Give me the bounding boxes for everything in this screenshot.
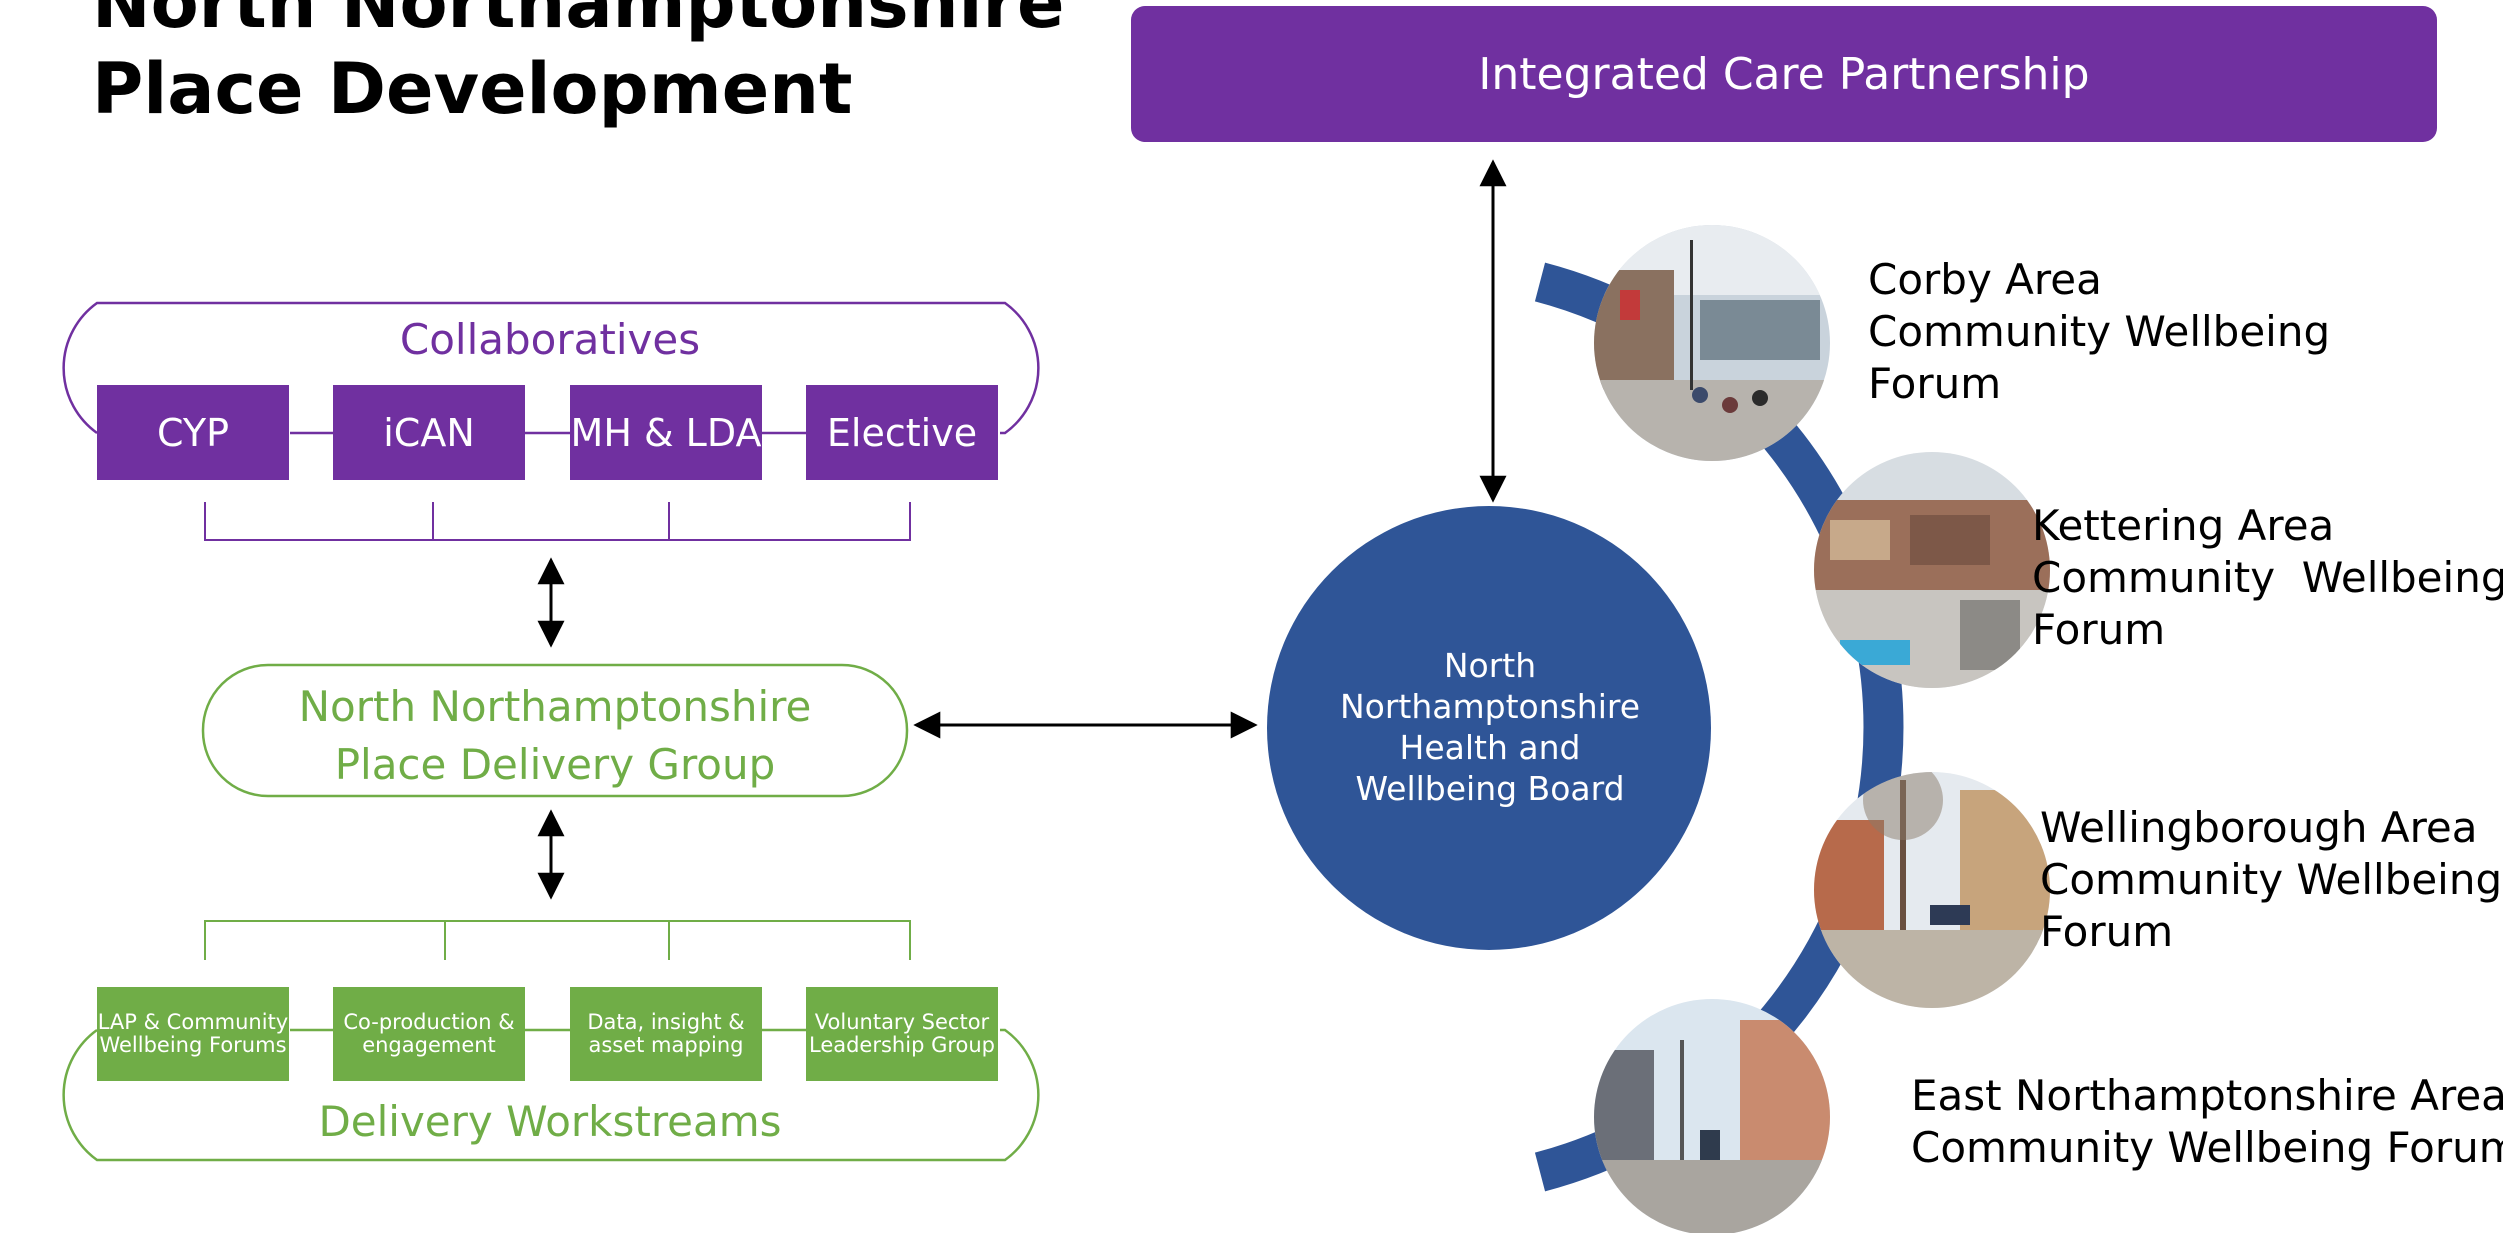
collaboratives-label: Collaboratives: [399, 315, 701, 364]
forum-line: Community Wellbeing: [2032, 553, 2503, 602]
forum-line: Forum: [1868, 359, 2002, 408]
forum-line: Forum: [2032, 605, 2166, 654]
forum-label-east-northamptonshire: East Northamptonshire Area Community Wel…: [1911, 1070, 2503, 1174]
forum-label-kettering: Kettering Area Community Wellbeing Forum: [2032, 500, 2503, 656]
title-line-2: Place Development: [92, 48, 853, 130]
workstream-line: Leadership Group: [808, 1033, 996, 1057]
forum-line: Wellingborough Area: [2040, 803, 2478, 852]
forum-line: Community Wellbeing: [2040, 855, 2503, 904]
workstream-box-coproduction: Co-production &engagement: [333, 987, 525, 1081]
collaborative-box-elective: Elective: [806, 385, 998, 480]
page-title: North Northamptonshire Place Development: [92, 0, 1092, 132]
east-northants-street-photo: [1594, 999, 1830, 1233]
forum-label-wellingborough: Wellingborough Area Community Wellbeing …: [2040, 802, 2502, 958]
place-delivery-group-line-2: Place Delivery Group: [334, 740, 776, 789]
workstream-line: engagement: [362, 1033, 496, 1057]
workstreams-outline: [62, 1028, 1040, 1162]
title-line-1: North Northamptonshire: [92, 0, 1065, 44]
forum-line: Kettering Area: [2032, 501, 2335, 550]
hwb-line-3: Health and: [1399, 728, 1581, 767]
place-delivery-group-label: North Northamptonshire Place Delivery Gr…: [205, 678, 905, 794]
wellingborough-street-photo: [1814, 772, 2050, 1008]
integrated-care-partnership-label: Integrated Care Partnership: [1478, 48, 2090, 100]
workstream-line: Data, insight &: [587, 1010, 745, 1034]
workstream-line: LAP & Community: [97, 1010, 289, 1034]
workstreams-bracket: [204, 920, 911, 960]
collaboratives-bracket: [204, 502, 911, 541]
collaboratives-outline: [62, 301, 1040, 435]
health-wellbeing-board-circle: [1267, 506, 1711, 950]
forum-line: Forum: [2040, 907, 2174, 956]
forum-line: East Northamptonshire Area: [1911, 1071, 2503, 1120]
collaborative-box-ican: iCAN: [333, 385, 525, 480]
hwb-line-2: Northamptonshire: [1339, 687, 1641, 726]
forum-line: Community Wellbeing Forum: [1911, 1123, 2503, 1172]
workstream-box-data-insight: Data, insight &asset mapping: [570, 987, 762, 1081]
forum-line: Corby Area: [1868, 255, 2102, 304]
corby-street-photo: [1594, 225, 1830, 461]
collaborative-box-mh-lda: MH & LDA: [570, 385, 762, 480]
health-wellbeing-board-label: North Northamptonshire Health and Wellbe…: [1300, 645, 1680, 809]
forum-line: Community Wellbeing: [1868, 307, 2331, 356]
place-delivery-group-outline: [201, 663, 909, 798]
hwb-line-1: North: [1443, 646, 1537, 685]
workstream-line: Voluntary Sector: [814, 1010, 990, 1034]
delivery-workstreams-label: Delivery Workstreams: [318, 1097, 782, 1146]
kettering-aerial-photo: [1814, 452, 2050, 688]
workstream-line: Wellbeing Forums: [99, 1033, 287, 1057]
forum-label-corby: Corby Area Community Wellbeing Forum: [1868, 254, 2330, 410]
integrated-care-partnership-box: Integrated Care Partnership: [1131, 6, 2437, 142]
place-delivery-group-line-1: North Northamptonshire: [298, 682, 812, 731]
hwb-line-4: Wellbeing Board: [1355, 769, 1625, 808]
workstream-line: Co-production &: [343, 1010, 515, 1034]
workstream-line: asset mapping: [588, 1033, 744, 1057]
collaborative-box-cyp: CYP: [97, 385, 289, 480]
